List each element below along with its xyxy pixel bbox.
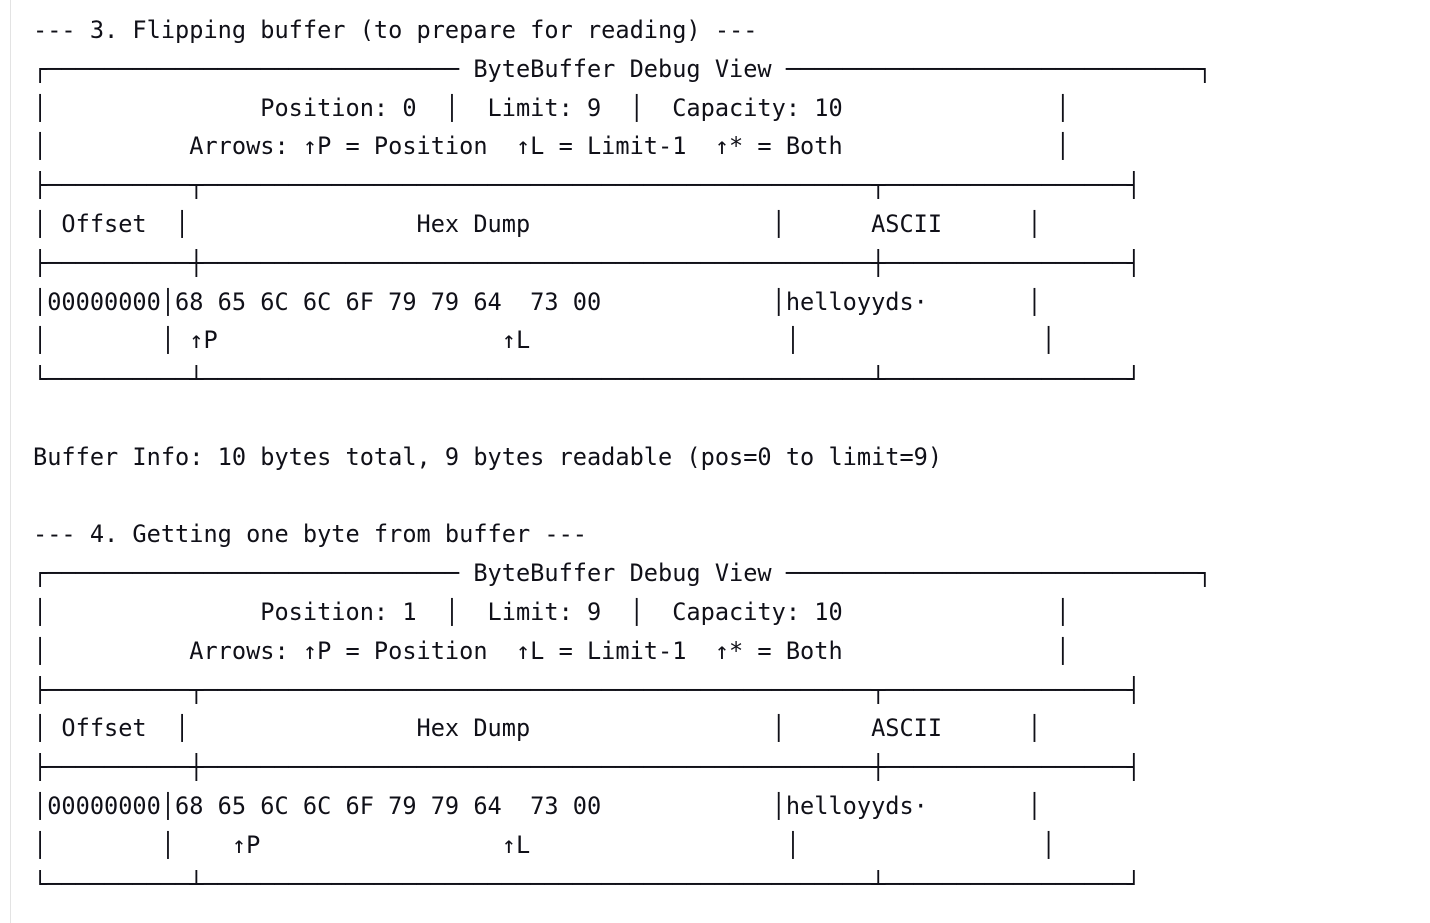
section-3-heading: --- 3. Flipping buffer (to prepare for r… xyxy=(33,16,758,44)
console-output: --- 3. Flipping buffer (to prepare for r… xyxy=(33,11,1413,903)
spacer-line-1 xyxy=(33,399,1413,438)
debug-view-2-header-rule: ├──────────┼────────────────────────────… xyxy=(33,753,1141,782)
debug-view-2-stats-line: │ Position: 1 │ Limit: 9 │ Capacity: 10 … xyxy=(33,597,1070,626)
debug-view-2-border-top: ┌───────────────────────────── ByteBuffe… xyxy=(33,559,1212,588)
debug-view-1-marker-row: │ │ ↑P ↑L │ │ xyxy=(33,326,1056,355)
debug-view-2-header-row: │ Offset │ Hex Dump │ ASCII │ xyxy=(33,714,1042,743)
debug-view-2-hex-row: │00000000│68 65 6C 6C 6F 79 79 64 73 00 … xyxy=(33,791,1042,820)
debug-view-1-arrows-legend: │ Arrows: ↑P = Position ↑L = Limit-1 ↑* … xyxy=(33,132,1070,161)
debug-view-2-table-top-rule: ├──────────┬────────────────────────────… xyxy=(33,675,1141,704)
debug-view-1-border-top: ┌───────────────────────────── ByteBuffe… xyxy=(33,54,1212,83)
debug-view-1-stats-line: │ Position: 0 │ Limit: 9 │ Capacity: 10 … xyxy=(33,93,1070,122)
debug-view-1-border-bottom: └──────────┴────────────────────────────… xyxy=(33,365,1141,394)
debug-view-1-header-row: │ Offset │ Hex Dump │ ASCII │ xyxy=(33,209,1042,238)
debug-view-1-table-top-rule: ├──────────┬────────────────────────────… xyxy=(33,171,1141,200)
debug-view-2-border-bottom: └──────────┴────────────────────────────… xyxy=(33,869,1141,898)
spacer-line-2 xyxy=(33,477,1413,516)
debug-view-2-marker-row: │ │ ↑P ↑L │ │ xyxy=(33,830,1056,859)
buffer-info-line: Buffer Info: 10 bytes total, 9 bytes rea… xyxy=(33,442,943,471)
left-gutter-rule xyxy=(10,0,11,923)
debug-view-2-arrows-legend: │ Arrows: ↑P = Position ↑L = Limit-1 ↑* … xyxy=(33,636,1070,665)
section-4-heading: --- 4. Getting one byte from buffer --- xyxy=(33,520,587,549)
debug-view-1-header-rule: ├──────────┼────────────────────────────… xyxy=(33,248,1141,277)
debug-view-1-hex-row: │00000000│68 65 6C 6C 6F 79 79 64 73 00 … xyxy=(33,287,1042,316)
